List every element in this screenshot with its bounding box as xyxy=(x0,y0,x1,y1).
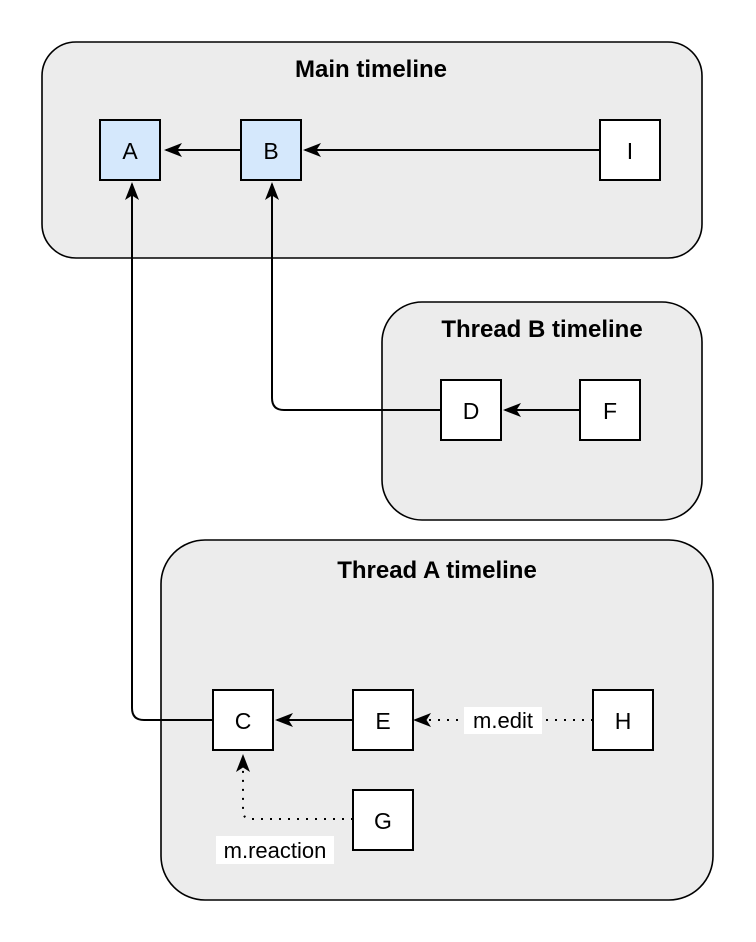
edge-label-m-edit-bg xyxy=(464,707,542,734)
node-f-label: F xyxy=(603,398,617,424)
node-c-label: C xyxy=(235,708,252,734)
node-f: F xyxy=(579,379,641,441)
node-h: H xyxy=(592,689,654,751)
node-d: D xyxy=(440,379,502,441)
node-a-label: A xyxy=(122,138,138,164)
container-main-timeline-title: Main timeline xyxy=(295,56,447,83)
node-b-box xyxy=(240,119,302,181)
node-i: I xyxy=(599,119,661,181)
node-g-label: G xyxy=(374,808,392,834)
edge-label-m-reaction-bg xyxy=(216,836,334,864)
node-b: B xyxy=(240,119,302,181)
node-e: E xyxy=(352,689,414,751)
container-thread-b-timeline-title: Thread B timeline xyxy=(441,316,642,343)
container-thread-a-timeline-title: Thread A timeline xyxy=(337,557,537,584)
node-d-label: D xyxy=(463,398,480,424)
edge-g-to-c xyxy=(236,754,353,820)
node-a: A xyxy=(99,119,161,181)
node-a-box xyxy=(99,119,161,181)
edge-c-to-a xyxy=(125,182,213,721)
node-i-box xyxy=(599,119,661,181)
node-c-box xyxy=(212,689,274,751)
node-b-label: B xyxy=(263,138,278,164)
node-i-label: I xyxy=(627,138,633,164)
node-g-box xyxy=(352,789,414,851)
node-d-box xyxy=(440,379,502,441)
node-h-label: H xyxy=(615,708,632,734)
node-h-box xyxy=(592,689,654,751)
edge-label-m-edit: m.edit xyxy=(464,707,542,734)
node-c: C xyxy=(212,689,274,751)
edge-d-to-b xyxy=(265,182,441,411)
edge-label-m-reaction: m.reaction xyxy=(216,836,334,864)
node-g: G xyxy=(352,789,414,851)
node-e-box xyxy=(352,689,414,751)
node-e-label: E xyxy=(375,708,390,734)
edge-label-m-reaction-text: m.reaction xyxy=(224,838,327,863)
node-f-box xyxy=(579,379,641,441)
edge-label-m-edit-text: m.edit xyxy=(473,708,533,733)
